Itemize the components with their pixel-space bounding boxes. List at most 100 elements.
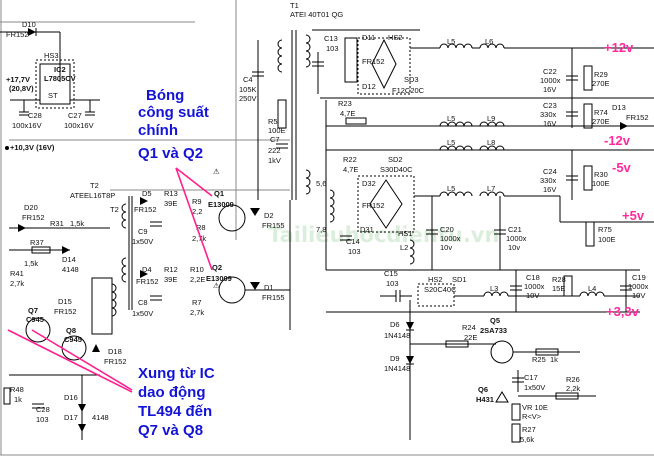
label-n56: 5,6 bbox=[316, 179, 326, 188]
label-r74-value: 270E bbox=[592, 117, 610, 126]
annotation-main-line-3: chính bbox=[138, 122, 178, 139]
label-c7-value1: 222 bbox=[268, 146, 281, 155]
label-l5d: L5 bbox=[447, 184, 455, 193]
label-c28a: C28 bbox=[28, 111, 42, 120]
label-d2: D2 bbox=[264, 211, 274, 220]
label-c19-value2: 10V bbox=[632, 291, 645, 300]
label-c24-value1: 330x bbox=[540, 176, 557, 185]
label-l4: L4 bbox=[588, 284, 596, 293]
label-vr-value: R<V> bbox=[522, 412, 542, 421]
label-r24: R24 bbox=[462, 323, 476, 332]
label-c4-value1: 105K bbox=[239, 85, 257, 94]
label-d14-value: 4148 bbox=[62, 265, 79, 274]
label-r13-value: 39E bbox=[164, 199, 177, 208]
label-d32: D32 bbox=[362, 179, 376, 188]
label-st: ST bbox=[48, 91, 58, 100]
label-d20: D20 bbox=[24, 203, 38, 212]
label-d18: D18 bbox=[108, 347, 122, 356]
transformer-t1: T1 ATEI 40T01 QG bbox=[277, 1, 343, 200]
label-c13: C13 bbox=[324, 34, 338, 43]
label-c22-value1: 1000x bbox=[540, 76, 561, 85]
label-l8: L8 bbox=[487, 138, 495, 147]
label-r41: R41 bbox=[10, 269, 24, 278]
label-d2-value: FR155 bbox=[262, 221, 285, 230]
label-c9-value: 1x50V bbox=[132, 237, 153, 246]
label-r7-value: 2,7k bbox=[190, 308, 204, 317]
label-r41-value: 2,7k bbox=[10, 279, 24, 288]
label-ic2: IC2 bbox=[54, 65, 66, 74]
label-d1: D1 bbox=[264, 283, 274, 292]
label-c19: C19 bbox=[632, 273, 646, 282]
label-c14: C14 bbox=[346, 237, 360, 246]
label-n78: 7,8 bbox=[316, 225, 326, 234]
label-r24-value: 22E bbox=[464, 333, 477, 342]
primary-snubber: C4 105K 250V R5 100E C7 222 1kV bbox=[239, 40, 288, 200]
label-c28b: C28 bbox=[36, 405, 50, 414]
label-v208: (20,8V) bbox=[9, 84, 34, 93]
label-c23: C23 bbox=[543, 101, 557, 110]
label-fr152a: FR152 bbox=[362, 57, 385, 66]
label-c17: C17 bbox=[524, 373, 538, 382]
label-c27: C27 bbox=[68, 111, 82, 120]
label-d9: D9 bbox=[390, 354, 400, 363]
label-d31: D31 bbox=[360, 225, 374, 234]
label-sd3-value: F12C20C bbox=[392, 86, 425, 95]
label-c20: C20 bbox=[440, 225, 454, 234]
label-r29: R29 bbox=[594, 70, 608, 79]
label-r9: R9 bbox=[192, 197, 202, 206]
annotation-main-line-1: Bóng bbox=[146, 87, 184, 104]
label-c9: C9 bbox=[138, 227, 148, 236]
annotation-pulse-line-4: Q7 và Q8 bbox=[138, 422, 203, 439]
rail-m12v: -12v bbox=[604, 133, 631, 148]
rail-m5v: -5v bbox=[612, 160, 632, 175]
label-r30: R30 bbox=[594, 170, 608, 179]
label-l9: L9 bbox=[487, 114, 495, 123]
label-r26-value: 2,2k bbox=[566, 384, 580, 393]
label-r27: R27 bbox=[522, 425, 536, 434]
annotation-main-line-2: công suất bbox=[138, 104, 209, 121]
label-d15-value: FR152 bbox=[54, 307, 77, 316]
label-t2-value: ATEEL16T8P bbox=[70, 191, 115, 200]
label-r74: R74 bbox=[594, 108, 608, 117]
power-stage: T2 D5 FR152 R13 39E R9 2,2 R8 2,7k C9 1x… bbox=[110, 189, 291, 330]
label-c20-value2: 10v bbox=[440, 243, 452, 252]
label-d16: D16 bbox=[64, 393, 78, 402]
label-c20-value1: 1000x bbox=[440, 234, 461, 243]
label-r12: R12 bbox=[164, 265, 178, 274]
label-d18-value: FR152 bbox=[104, 357, 127, 366]
label-r28-value: 15E bbox=[552, 284, 565, 293]
output-3v3-section: C15 103 HS2 SD1 S20C40C L3 C18 1000x 10V… bbox=[326, 269, 649, 313]
label-t2: T2 bbox=[90, 181, 99, 190]
label-d4: D4 bbox=[142, 265, 152, 274]
label-q6-value: H431 bbox=[476, 395, 494, 404]
output-5v-filter: HS1 L2 C20 1000x 10v C21 1000x 10v R75 1… bbox=[326, 196, 640, 271]
label-c24-value2: 16V bbox=[543, 185, 556, 194]
label-r23-value: 4,7E bbox=[340, 109, 355, 118]
label-d6: D6 bbox=[390, 320, 400, 329]
label-r12-value: 39E bbox=[164, 275, 177, 284]
label-c17-value: 1x50V bbox=[524, 383, 545, 392]
label-q5-value: 2SA733 bbox=[480, 326, 507, 335]
label-d13-value: FR152 bbox=[626, 113, 649, 122]
label-sd2: SD2 bbox=[388, 155, 403, 164]
label-c21-value2: 10v bbox=[508, 243, 520, 252]
label-t1-value: ATEI 40T01 QG bbox=[290, 10, 343, 19]
label-r31: R31 bbox=[50, 219, 64, 228]
label-t1: T1 bbox=[290, 1, 299, 10]
label-r5: R5 bbox=[268, 117, 278, 126]
label-c28b-value: 103 bbox=[36, 415, 49, 424]
label-c14-value: 103 bbox=[348, 247, 361, 256]
label-sd1: SD1 bbox=[452, 275, 467, 284]
driver-stage: T2 ATEEL16T8P D20 FR152 R31 1,5k R37 1,5… bbox=[3, 181, 127, 440]
label-d10-value: FR152 bbox=[6, 30, 29, 39]
label-q1-value: E13009 bbox=[208, 200, 234, 209]
output-12v-filter: C22 1000x 16V R29 270E C23 330x 16V R74 … bbox=[326, 48, 654, 130]
label-l6: L6 bbox=[485, 37, 493, 46]
label-c27-value: 100x16V bbox=[64, 121, 94, 130]
annotation-pulse-line-1: Xung từ IC bbox=[138, 365, 215, 382]
label-r7: R7 bbox=[192, 298, 202, 307]
label-q7: Q7 bbox=[28, 306, 38, 315]
label-c13-value: 103 bbox=[326, 44, 339, 53]
